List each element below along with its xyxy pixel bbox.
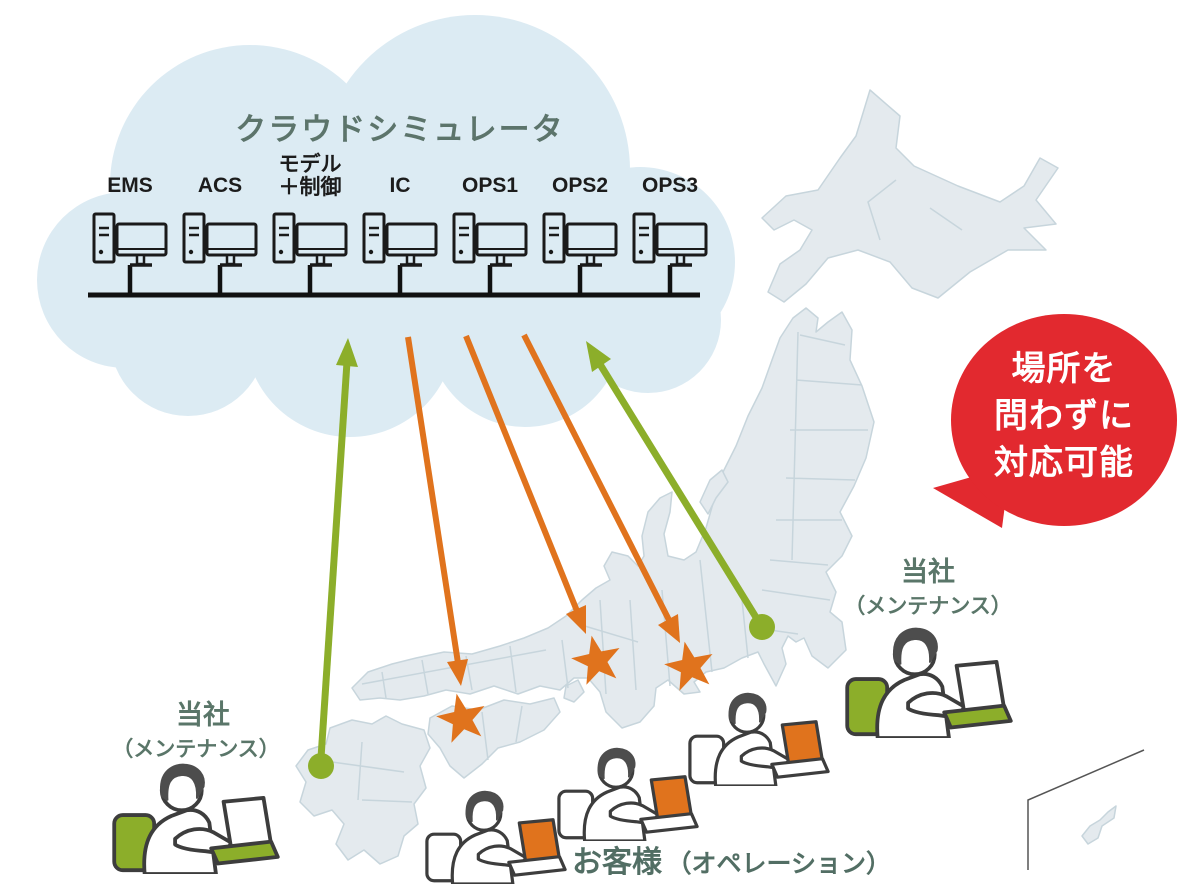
customer-person-west bbox=[425, 789, 567, 884]
okinawa-inset-divider bbox=[1027, 749, 1145, 870]
server-group: EMS ACS モデル ＋制御 IC OPS1 OPS2 OPS3 bbox=[94, 152, 706, 295]
site-subtitle: （メンテナンス） bbox=[844, 594, 1012, 618]
callout-line-2: 問わずに bbox=[994, 397, 1134, 435]
callout-line-1: 場所を bbox=[1012, 350, 1117, 388]
callout-bubble: 場所を 問わずに 対応可能 bbox=[933, 314, 1177, 528]
site-title: 当社 bbox=[901, 556, 955, 587]
map-okinawa-island bbox=[1081, 805, 1117, 845]
server-ops2: OPS2 bbox=[544, 174, 616, 295]
customer-person-east bbox=[688, 691, 830, 786]
server-acs: ACS bbox=[184, 174, 256, 295]
maintenance-person-left bbox=[112, 762, 280, 874]
server-ops3: OPS3 bbox=[634, 174, 706, 295]
server-label: OPS1 bbox=[462, 174, 518, 197]
maintenance-site-marker-tokyo bbox=[749, 614, 775, 640]
uplink-arrows-maintenance bbox=[308, 338, 775, 779]
server-label: モデル bbox=[279, 152, 342, 176]
customers-label: お客様 （オペレーション） bbox=[572, 845, 891, 879]
customers-label-title: お客様 bbox=[572, 845, 663, 879]
server-model-control: モデル ＋制御 bbox=[274, 152, 346, 295]
server-label: OPS2 bbox=[552, 174, 608, 197]
cloud-title: クラウドシミュレータ bbox=[235, 112, 564, 147]
callout-bubble-body bbox=[951, 314, 1177, 526]
map-shikoku bbox=[427, 697, 561, 779]
japan-map bbox=[295, 89, 1117, 865]
server-label: EMS bbox=[107, 174, 153, 197]
map-prefecture-borders bbox=[331, 179, 963, 803]
server-ic: IC bbox=[364, 174, 436, 295]
server-label: OPS3 bbox=[642, 174, 698, 197]
callout-line-3: 対応可能 bbox=[994, 444, 1134, 482]
server-ops1: OPS1 bbox=[454, 174, 526, 295]
site-title: 当社 bbox=[176, 699, 230, 730]
customer-person-center bbox=[557, 746, 699, 841]
server-label: ＋制御 bbox=[279, 175, 342, 199]
map-awaji-island bbox=[563, 679, 585, 703]
site-subtitle: （メンテナンス） bbox=[112, 737, 280, 761]
map-honshu bbox=[351, 307, 875, 729]
customers-label-subtitle: （オペレーション） bbox=[666, 849, 891, 878]
server-label: IC bbox=[390, 174, 411, 197]
server-label: ACS bbox=[198, 174, 242, 197]
maintenance-label-left: 当社 （メンテナンス） bbox=[112, 699, 280, 761]
maintenance-person-right bbox=[845, 626, 1013, 738]
map-sado-island bbox=[699, 469, 729, 515]
maintenance-label-right: 当社 （メンテナンス） bbox=[844, 556, 1012, 618]
maintenance-site-marker-kyushu bbox=[308, 753, 334, 779]
downlink-arrows-customers bbox=[405, 333, 680, 686]
map-hokkaido bbox=[761, 89, 1059, 303]
map-kyushu bbox=[295, 715, 431, 865]
server-ems: EMS bbox=[94, 174, 166, 295]
